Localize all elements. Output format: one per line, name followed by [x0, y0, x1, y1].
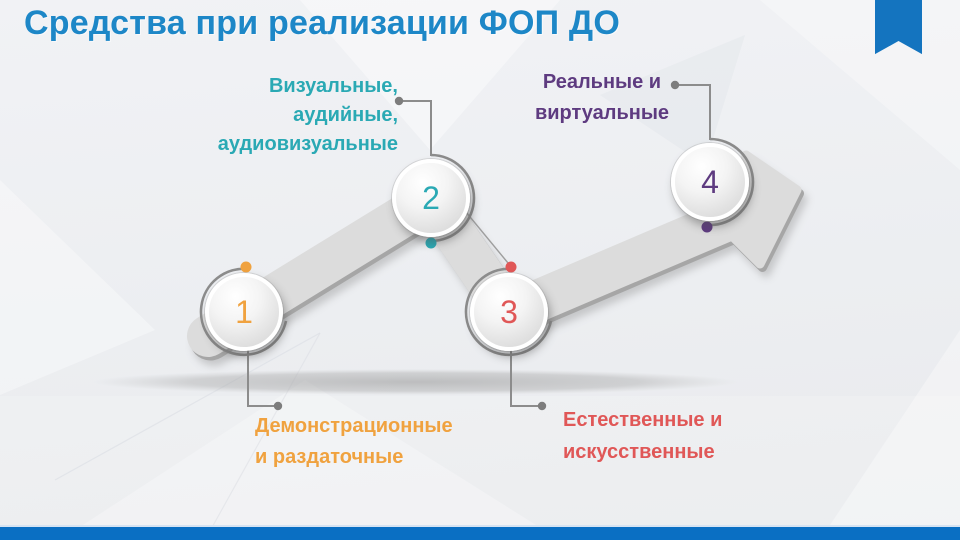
step-2-dot: [425, 237, 437, 249]
connector-dots: [273, 80, 680, 411]
label-line: аудийные,: [293, 104, 398, 126]
label-line: Визуальные,: [268, 75, 398, 97]
step-4-dot: [701, 221, 713, 233]
label-line: и раздаточные: [255, 446, 404, 468]
step-number-1: 1: [235, 293, 253, 330]
step-2-label: Визуальные, аудийные, аудиовизуальные: [218, 72, 398, 159]
facet: [60, 380, 560, 540]
connector-step-4: [676, 84, 711, 140]
step-3-dot: [505, 261, 517, 273]
gray-dot: [273, 401, 283, 411]
label-line: Естественные и: [563, 409, 723, 431]
connector-step-3: [510, 348, 540, 407]
gray-dot: [394, 96, 404, 106]
step-1-dot: [240, 261, 252, 273]
step-number-4: 4: [701, 163, 719, 200]
footer-accent-line: [0, 525, 960, 527]
footer-bar: [0, 527, 960, 540]
facet: [600, 35, 745, 165]
floor-shadow: [93, 369, 737, 395]
facet: [820, 330, 960, 540]
step-circle-3: 3: [470, 273, 548, 351]
step-3-label: Естественные и искусственные: [563, 404, 722, 468]
step-number-2: 2: [422, 179, 440, 216]
arc-step-1: [199, 267, 288, 357]
label-line: искусственные: [563, 441, 715, 463]
label-connectors: [247, 84, 711, 407]
facet-edge: [204, 332, 321, 540]
facet: [0, 180, 155, 395]
label-line: Демонстрационные: [255, 415, 453, 437]
circle-ring-arcs: [199, 137, 755, 357]
step-circle-4: 4: [671, 143, 749, 221]
floor-highlight: [0, 396, 960, 526]
arc-step-2: [430, 153, 476, 243]
thin-link-line: [460, 205, 509, 264]
label-line: аудиовизуальные: [217, 133, 398, 155]
label-line: Реальные и: [542, 71, 662, 93]
page-title: Средства при реализации ФОП ДО: [24, 4, 621, 42]
arc-step-4: [709, 137, 755, 227]
gray-dot: [537, 401, 547, 411]
facet-edge: [54, 332, 321, 481]
gray-dot: [670, 80, 680, 90]
step-4-label: Реальные и виртуальные: [527, 67, 677, 129]
arc-step-3: [464, 267, 553, 357]
connector-step-2: [400, 100, 432, 156]
step-number-3: 3: [500, 293, 518, 330]
connector-step-1: [247, 348, 276, 407]
step-1-label: Демонстрационные и раздаточные: [255, 411, 453, 473]
step-circle-2: 2: [392, 159, 470, 237]
step-circle-1: 1: [205, 273, 283, 351]
label-line: виртуальные: [534, 102, 670, 124]
facet: [300, 0, 560, 150]
